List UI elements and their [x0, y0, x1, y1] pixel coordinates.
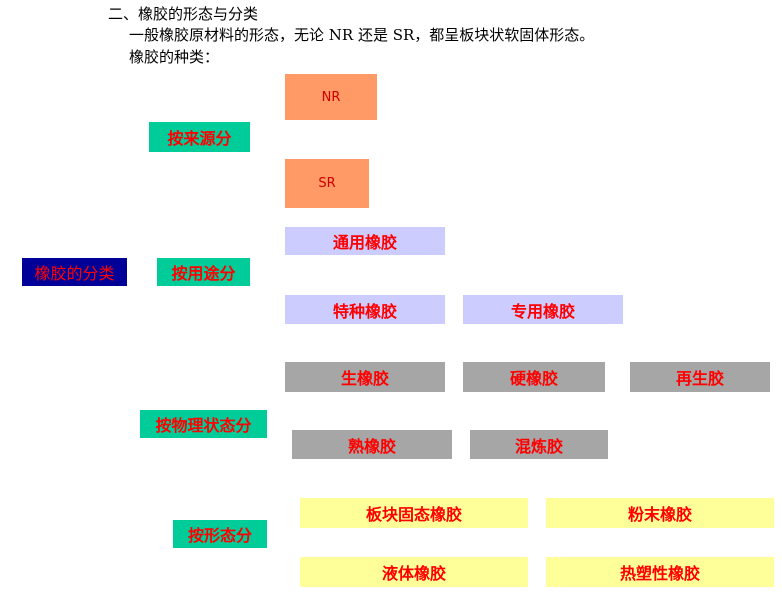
kinds-label: 橡胶的种类： [129, 48, 220, 66]
item-block-solid-rubber: 板块固态橡胶 [300, 498, 528, 528]
category-by-usage: 按用途分 [157, 258, 250, 286]
intro-paragraph: 一般橡胶原材料的形态，无论 NR 还是 SR，都呈板块状软固体形态。 [129, 26, 595, 44]
item-liquid-rubber: 液体橡胶 [300, 557, 528, 587]
item-cured-rubber: 熟橡胶 [292, 430, 452, 459]
item-recycled-rubber: 再生胶 [630, 362, 770, 392]
root-box-rubber-classification: 橡胶的分类 [22, 258, 127, 286]
item-mixed-rubber: 混炼胶 [470, 430, 608, 459]
item-special-rubber: 特种橡胶 [285, 295, 445, 324]
item-dedicated-rubber: 专用橡胶 [463, 295, 623, 324]
category-by-physical-state: 按物理状态分 [140, 410, 267, 438]
item-hard-rubber: 硬橡胶 [463, 362, 605, 392]
item-powder-rubber: 粉末橡胶 [546, 498, 774, 528]
item-thermoplastic-rubber: 热塑性橡胶 [546, 557, 774, 587]
item-sr: SR [285, 159, 369, 208]
category-by-form: 按形态分 [173, 520, 267, 548]
item-raw-rubber: 生橡胶 [285, 362, 445, 392]
section-heading: 二、橡胶的形态与分类 [108, 5, 259, 23]
item-nr: NR [285, 74, 377, 120]
category-by-source: 按来源分 [149, 122, 250, 152]
item-general-rubber: 通用橡胶 [285, 227, 445, 255]
